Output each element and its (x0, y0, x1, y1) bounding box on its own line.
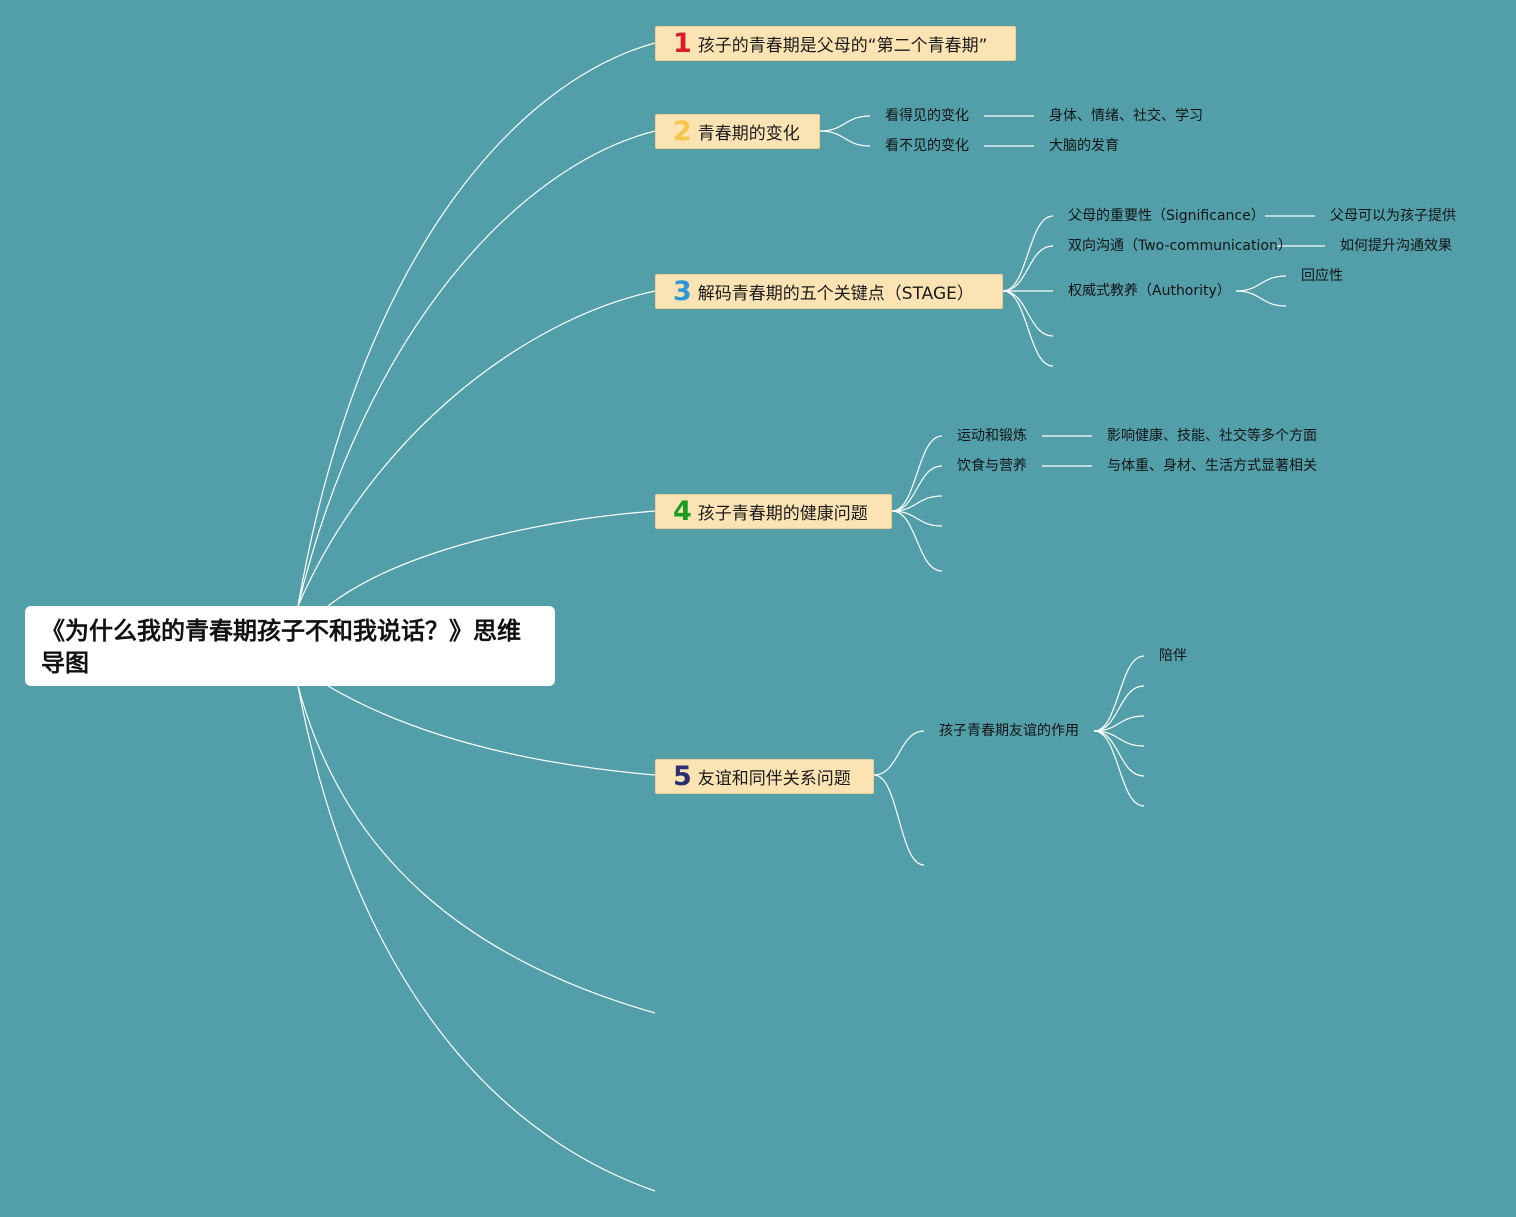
connector-b4-child-3 (891, 495, 943, 512)
subtopic-invisible-changes[interactable]: 看不见的变化 (885, 138, 969, 154)
connector-b3-detail-3b (1235, 290, 1287, 307)
connector-b5-detail-1 (1093, 655, 1145, 732)
branch-3-label: 解码青春期的五个关键点（STAGE） (697, 284, 974, 304)
branch-4[interactable]: 4 孩子青春期的健康问题 (655, 494, 892, 529)
connector-b5-detail-3 (1093, 715, 1145, 732)
subtopic-two-communication[interactable]: 双向沟通（Two-communication） (1068, 238, 1292, 254)
branch-5[interactable]: 5 友谊和同伴关系问题 (655, 759, 874, 794)
connector-root-branch-4 (327, 510, 656, 607)
branch-2-label: 青春期的变化 (697, 124, 800, 144)
connector-b3-child-5 (1002, 290, 1054, 367)
connector-b4-child-2 (891, 465, 943, 512)
connector-b3-detail-3a (1235, 275, 1287, 292)
branch-5-label: 友谊和同伴关系问题 (697, 769, 851, 789)
number-1-icon: 1 (673, 27, 692, 59)
subtopic-friendship-role[interactable]: 孩子青春期友谊的作用 (939, 723, 1079, 739)
connector-root-branch-2 (297, 130, 656, 607)
connector-b2-child-2 (819, 130, 871, 147)
number-3-icon: 3 (673, 275, 692, 307)
detail-two-communication[interactable]: 如何提升沟通效果 (1340, 238, 1452, 254)
connector-b5-detail-2 (1093, 685, 1145, 732)
detail-significance[interactable]: 父母可以为孩子提供 (1330, 208, 1456, 224)
connector-b3-child-1 (1002, 215, 1054, 292)
subtopic-significance[interactable]: 父母的重要性（Significance） (1068, 208, 1265, 224)
connector-root-empty-7 (297, 685, 656, 1192)
detail-authority[interactable]: 回应性 (1301, 268, 1343, 284)
root-title: 《为什么我的青春期孩子不和我说话？》思维导图 (41, 617, 521, 677)
connector-b5-detail-6 (1093, 730, 1145, 807)
subtopic-authority[interactable]: 权威式教养（Authority） (1068, 283, 1231, 299)
connector-b4-child-4 (891, 510, 943, 527)
branch-3[interactable]: 3 解码青春期的五个关键点（STAGE） (655, 274, 1003, 309)
branch-4-label: 孩子青春期的健康问题 (697, 504, 868, 524)
detail-invisible-changes[interactable]: 大脑的发育 (1049, 138, 1119, 154)
connector-b2-child-1 (819, 115, 871, 132)
number-5-icon: 5 (673, 760, 692, 792)
connector-b5-child-2 (873, 774, 925, 866)
connector-b3-child-2 (1002, 245, 1054, 292)
subtopic-exercise[interactable]: 运动和锻炼 (957, 428, 1027, 444)
number-2-icon: 2 (673, 115, 692, 147)
subtopic-visible-changes[interactable]: 看得见的变化 (885, 108, 969, 124)
connector-b3-child-4 (1002, 290, 1054, 337)
detail-nutrition[interactable]: 与体重、身材、生活方式显著相关 (1107, 458, 1317, 474)
branch-2[interactable]: 2 青春期的变化 (655, 114, 820, 149)
connector-b5-detail-5 (1093, 730, 1145, 777)
connector-b5-detail-4 (1093, 730, 1145, 747)
connector-root-branch-1 (297, 42, 656, 607)
detail-companionship[interactable]: 陪伴 (1159, 648, 1187, 664)
number-4-icon: 4 (673, 495, 692, 527)
branch-1-label: 孩子的青春期是父母的“第二个青春期” (697, 36, 988, 56)
connector-root-empty-6 (297, 685, 656, 1014)
root-topic[interactable]: 《为什么我的青春期孩子不和我说话？》思维导图 (25, 606, 555, 686)
detail-visible-changes[interactable]: 身体、情绪、社交、学习 (1049, 108, 1203, 124)
connector-root-branch-5 (327, 685, 656, 776)
connector-b4-child-1 (891, 435, 943, 512)
detail-exercise[interactable]: 影响健康、技能、社交等多个方面 (1107, 428, 1317, 444)
connector-b4-child-5 (891, 510, 943, 572)
connector-b5-child-1 (873, 730, 925, 776)
connector-root-branch-3 (297, 290, 656, 607)
branch-1[interactable]: 1 孩子的青春期是父母的“第二个青春期” (655, 26, 1016, 61)
subtopic-nutrition[interactable]: 饮食与营养 (957, 458, 1027, 474)
